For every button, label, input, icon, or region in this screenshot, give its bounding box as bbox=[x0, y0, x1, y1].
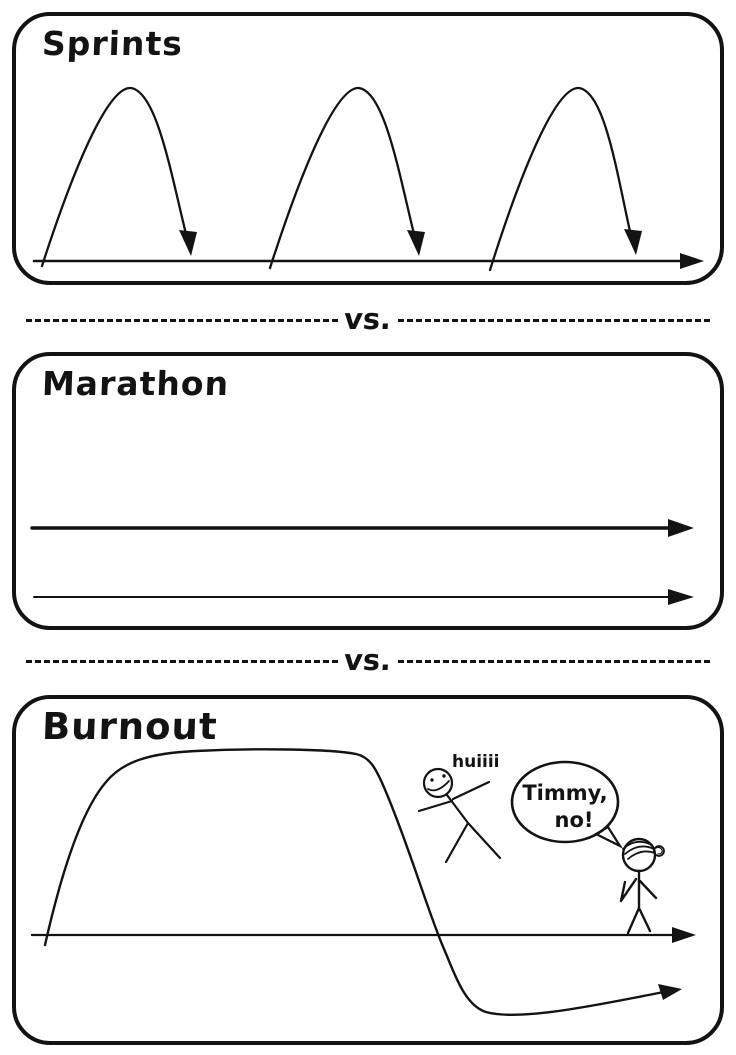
watching-figure-hair bbox=[622, 840, 656, 860]
burnout-title: Burnout bbox=[41, 705, 219, 748]
watching-stick-figure-icon bbox=[619, 837, 665, 935]
vs-divider-2: vs. bbox=[26, 643, 710, 679]
speech-bubble-icon: Timmy, no! bbox=[510, 760, 624, 849]
vs-divider-1: vs. bbox=[26, 302, 710, 338]
speech-line-1: Timmy, bbox=[522, 781, 607, 805]
arrowhead-icon bbox=[668, 519, 694, 537]
falling-figure-smile bbox=[427, 780, 450, 792]
vs-label: vs. bbox=[343, 302, 393, 336]
axis-arrowhead-icon bbox=[672, 927, 696, 943]
falling-exclamation-label: huiiii bbox=[452, 752, 500, 772]
falling-figure-body bbox=[417, 780, 502, 864]
sprints-drawing bbox=[32, 86, 704, 272]
watching-figure-hair-bun-scribble bbox=[655, 846, 663, 855]
tail-arrowhead-icon bbox=[658, 984, 682, 1000]
sprint-hump-2 bbox=[268, 86, 417, 270]
burnout-drawing: huiiii Timmy, no! bbox=[30, 748, 696, 1016]
dashed-line bbox=[397, 659, 710, 663]
down-arrowhead-icon bbox=[179, 230, 197, 256]
burnout-panel: huiiii Timmy, no! Burnout bbox=[12, 695, 724, 1045]
dashed-line bbox=[26, 318, 339, 322]
dashed-line bbox=[26, 659, 339, 663]
watching-figure-body bbox=[619, 869, 658, 935]
down-arrowhead-icon bbox=[407, 230, 425, 256]
speech-bubble-body bbox=[510, 760, 620, 844]
marathon-title: Marathon bbox=[41, 364, 230, 403]
arrowhead-icon bbox=[668, 589, 694, 605]
marathon-drawing bbox=[30, 519, 694, 605]
falling-figure-eye bbox=[430, 778, 434, 782]
falling-figure-eye bbox=[442, 774, 446, 778]
burnout-curve bbox=[43, 748, 666, 1016]
dashed-line bbox=[397, 318, 710, 322]
sprint-hump-1 bbox=[40, 86, 189, 268]
axis-arrowhead-icon bbox=[680, 253, 704, 269]
sprints-panel: Sprints bbox=[12, 12, 724, 285]
marathon-panel: Marathon bbox=[12, 352, 724, 630]
sprint-hump-3 bbox=[488, 86, 633, 272]
down-arrowhead-icon bbox=[624, 229, 642, 255]
speech-bubble-tail bbox=[593, 825, 624, 849]
falling-stick-figure-icon bbox=[417, 767, 502, 864]
speech-line-2: no! bbox=[555, 808, 594, 832]
vs-label: vs. bbox=[343, 643, 393, 677]
watching-figure-hair-bun bbox=[653, 845, 665, 857]
sprints-title: Sprints bbox=[41, 24, 184, 63]
falling-figure-head bbox=[422, 767, 454, 799]
